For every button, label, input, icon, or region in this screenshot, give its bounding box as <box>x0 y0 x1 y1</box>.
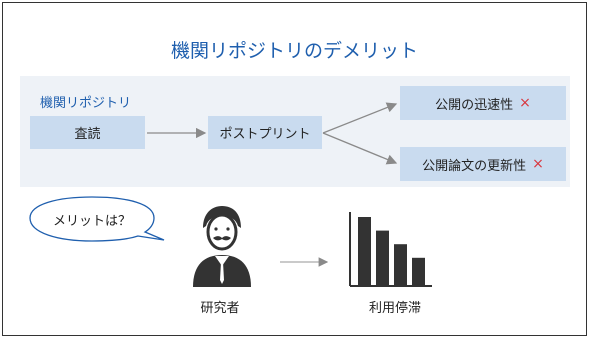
cross-icon: × <box>519 95 531 111</box>
usage-stagnation-label: 利用停滞 <box>368 301 421 316</box>
outcome-box-speed: 公開の迅速性 × <box>400 86 566 120</box>
usage-bar <box>394 244 407 285</box>
arrow-to-speed <box>322 102 398 134</box>
researcher-label: 研究者 <box>200 301 240 316</box>
cross-icon: × <box>532 156 544 172</box>
usage-bar <box>412 257 425 285</box>
panel-label: 機関リポジトリ <box>40 96 132 111</box>
usage-bar <box>376 230 389 285</box>
outcome-label-update: 公開論文の更新性 <box>422 158 527 174</box>
usage-bar <box>358 217 371 285</box>
outcome-label-speed: 公開の迅速性 <box>435 97 514 113</box>
researcher-icon <box>193 206 251 287</box>
postprint-label: ポストプリント <box>219 127 311 142</box>
speech-bubble-text: メリットは？ <box>52 214 131 229</box>
arrow-to-update <box>322 132 398 165</box>
review-label: 査読 <box>74 127 101 142</box>
speech-bubble <box>29 196 165 242</box>
outcome-box-update: 公開論文の更新性 × <box>400 147 566 181</box>
slide-title: 機関リポジトリのデメリット <box>170 40 418 62</box>
postprint-box: ポストプリント <box>208 116 322 149</box>
bar-chart-icon <box>349 212 432 287</box>
review-box: 査読 <box>30 116 145 149</box>
